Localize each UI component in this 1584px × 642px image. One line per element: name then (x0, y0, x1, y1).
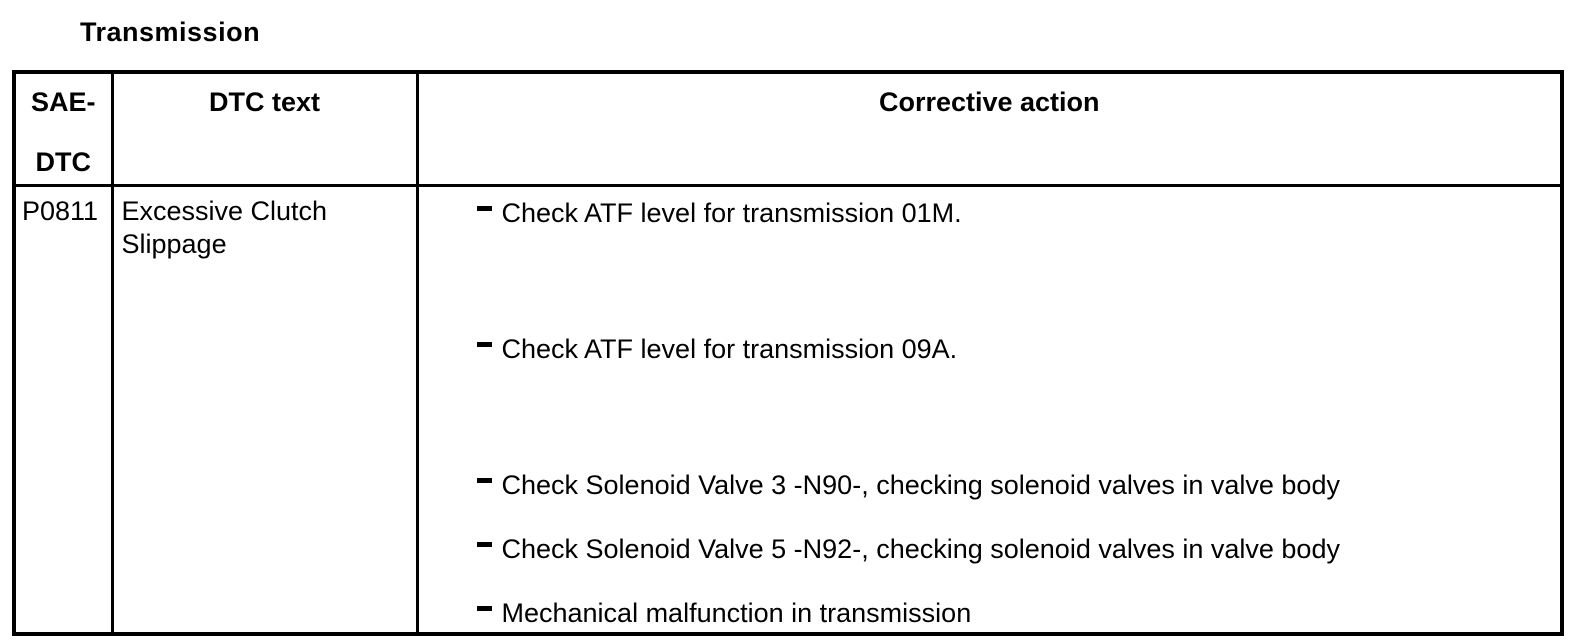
sae-dtc-code: P0811 (12, 183, 114, 636)
header-sae-line2: DTC (35, 147, 92, 177)
header-dtc-text: DTC text (110, 70, 419, 187)
section-title: Transmission (80, 17, 261, 47)
corrective-action-item: Check Solenoid Valve 3 -N90-, checking s… (476, 469, 1541, 502)
corrective-action-text: Check Solenoid Valve 3 -N90-, checking s… (501, 469, 1340, 500)
corrective-action-text: Mechanical malfunction in transmission (501, 597, 972, 628)
dash-bullet-icon (476, 205, 492, 211)
table-row: P0811 Excessive Clutch Slippage Check AT… (12, 183, 1564, 636)
corrective-action-item: Check Solenoid Valve 5 -N92-, checking s… (476, 533, 1541, 566)
header-sae-line1: SAE- (30, 87, 96, 117)
dash-bullet-icon (476, 541, 492, 547)
corrective-action-item: Mechanical malfunction in transmission (476, 597, 1541, 630)
corrective-action-item: Check ATF level for transmission 09A. (476, 333, 1541, 366)
dash-bullet-icon (476, 605, 492, 611)
header-sae-dtc: SAE- DTC (12, 70, 114, 187)
corrective-action-text: Check ATF level for transmission 01M. (501, 197, 962, 228)
dtc-table: SAE- DTC DTC text Corrective action P081… (12, 70, 1564, 636)
dash-bullet-icon (476, 341, 492, 347)
dtc-text-value: Excessive Clutch Slippage (110, 183, 419, 636)
header-corrective-action: Corrective action (415, 70, 1564, 187)
table-header-row: SAE- DTC DTC text Corrective action (12, 70, 1564, 187)
corrective-action-text: Check Solenoid Valve 5 -N92-, checking s… (501, 533, 1340, 564)
corrective-actions-cell: Check ATF level for transmission 01M. Ch… (415, 183, 1564, 636)
corrective-action-item: Check ATF level for transmission 01M. (476, 197, 1541, 230)
dash-bullet-icon (476, 477, 492, 483)
corrective-action-text: Check ATF level for transmission 09A. (501, 333, 958, 364)
